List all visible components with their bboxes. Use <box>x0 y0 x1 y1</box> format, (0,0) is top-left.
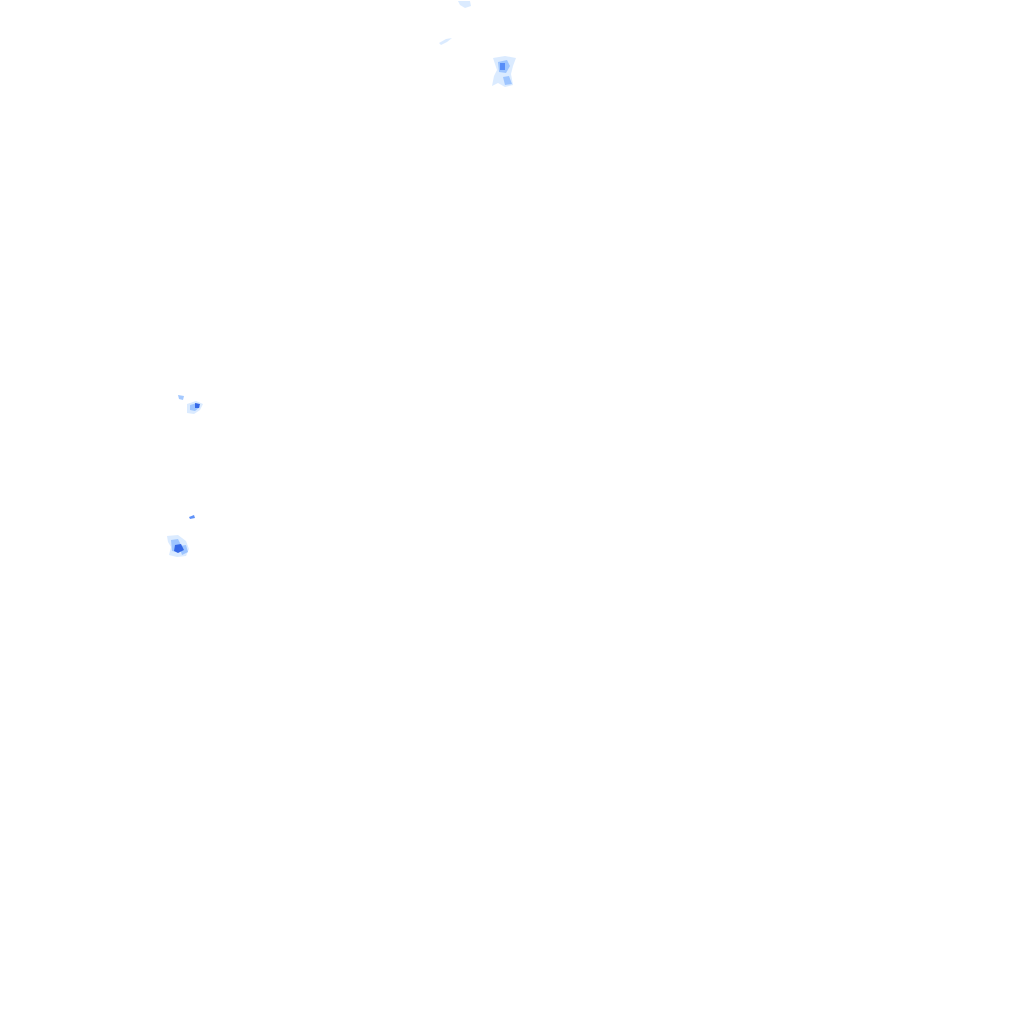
precip-cell-west-lower <box>167 535 189 557</box>
precip-cell-top-edge <box>458 1 471 8</box>
precip-cell-west-upper <box>178 395 203 414</box>
precip-cell-north-cluster <box>492 56 516 87</box>
precip-cell-west-streak <box>189 515 195 519</box>
precip-cell-north-sliver <box>439 38 452 45</box>
